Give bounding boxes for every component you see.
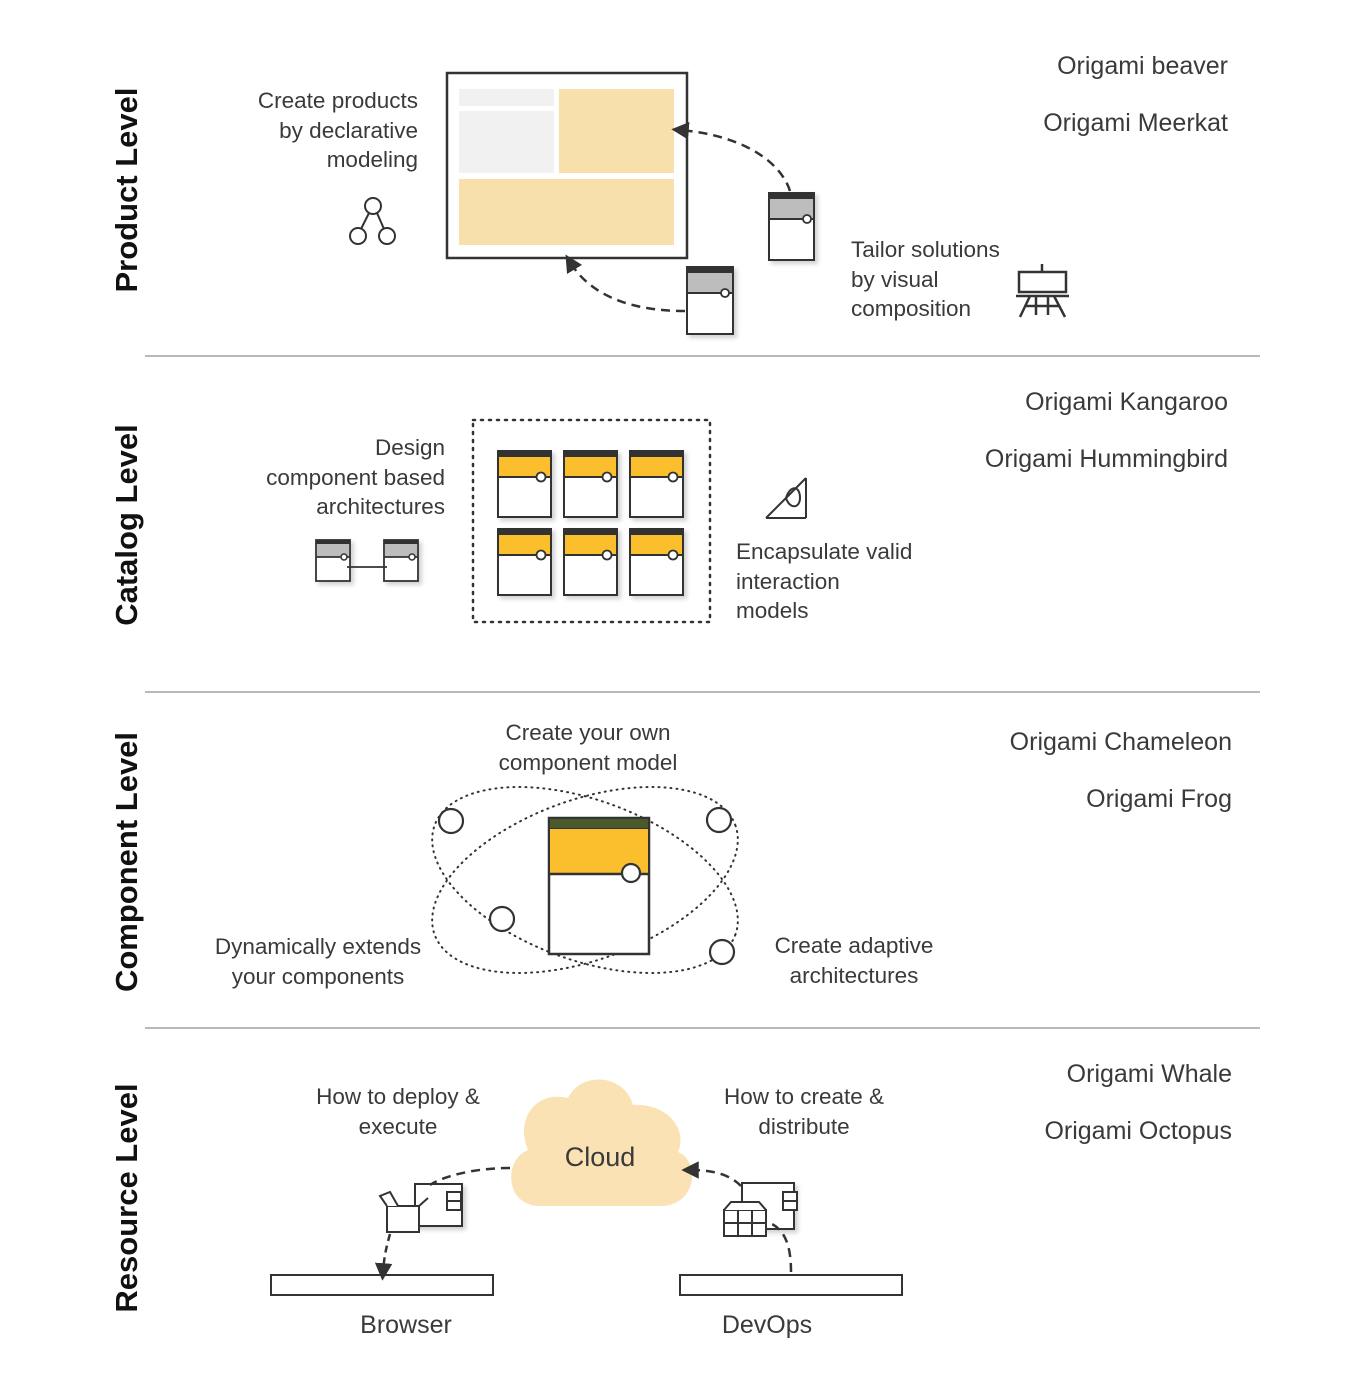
description-declarative-modeling: Create products by declarative modeling (257, 88, 418, 172)
devops-bar (679, 1274, 903, 1296)
product-name: Origami beaver (1057, 52, 1228, 80)
catalog-grid (497, 450, 684, 596)
hierarchy-icon (349, 197, 396, 245)
browser-label: Browser (360, 1311, 452, 1339)
description-dynamic-extend: Dynamically extends your components (214, 934, 422, 989)
catalog-component (629, 450, 684, 518)
product-name: Origami Chameleon (1009, 728, 1232, 756)
description-adaptive-architectures: Create adaptive architectures (774, 933, 934, 988)
description-visual-composition: Tailor solutions by visual composition (851, 237, 1000, 321)
catalog-component (563, 450, 618, 518)
product-name: Origami Whale (1066, 1060, 1232, 1088)
description-deploy-execute: How to deploy & execute (316, 1084, 480, 1139)
divider-product-catalog (145, 355, 1260, 357)
product-name: Origami Octopus (1044, 1117, 1232, 1145)
orbit-nodes (437, 806, 736, 966)
divider-component-resource (145, 1027, 1260, 1029)
dashed-arrow (565, 254, 686, 313)
main-component (547, 816, 651, 956)
connected-components-icon (315, 539, 419, 582)
catalog-component (497, 450, 552, 518)
cloud-icon (511, 1079, 693, 1206)
angle-icon (765, 477, 807, 519)
component-widget (768, 192, 815, 261)
description-own-component-model: Create your own component model (498, 720, 678, 775)
product-name: Origami Frog (1086, 785, 1232, 813)
dashed-arrow (681, 1161, 742, 1187)
product-name: Origami Meerkat (1043, 109, 1228, 137)
catalog-component (563, 528, 618, 596)
dashed-arrow (771, 1222, 793, 1273)
cloud-label: Cloud (565, 1142, 636, 1172)
divider-catalog-component (145, 691, 1260, 693)
product-name: Origami Kangaroo (1025, 388, 1228, 416)
product-name: Origami Hummingbird (984, 445, 1228, 473)
easel-icon (1016, 264, 1069, 318)
catalog-boundary (471, 418, 712, 624)
devops-label: DevOps (722, 1311, 812, 1339)
component-widget (686, 266, 734, 335)
dashed-arrow (429, 1166, 511, 1187)
product-canvas (445, 71, 689, 260)
dashed-arrow (671, 122, 792, 192)
browser-bar (270, 1274, 494, 1296)
description-component-architectures: Design component based architectures (266, 435, 445, 519)
dashed-arrow (374, 1233, 393, 1281)
description-interaction-models: Encapsulate valid interaction models (736, 539, 913, 623)
catalog-component (497, 528, 552, 596)
catalog-component (629, 528, 684, 596)
open-box-icon (378, 1183, 463, 1233)
description-create-distribute: How to create & distribute (723, 1084, 885, 1139)
cubes-icon (723, 1182, 798, 1237)
